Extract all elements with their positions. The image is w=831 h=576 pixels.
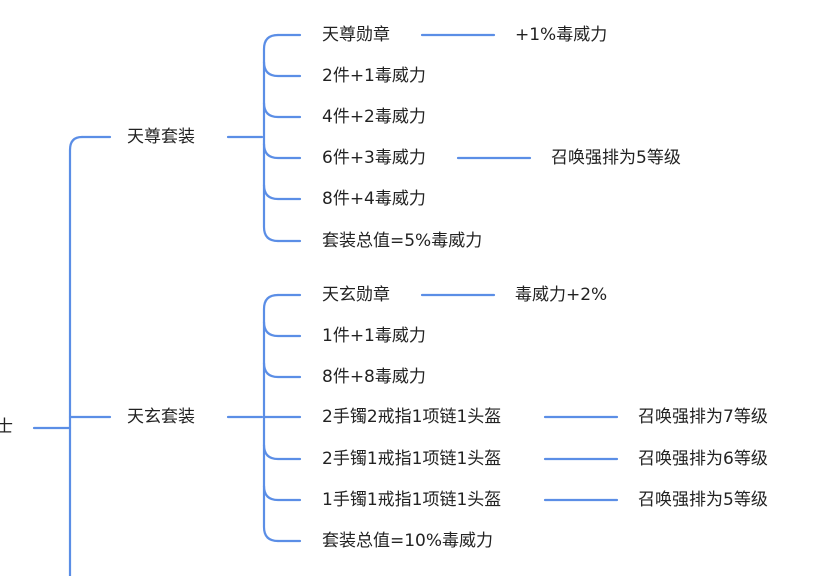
leaf-node: 天尊勋章 (322, 25, 390, 45)
detail-node: 召唤强排为6等级 (638, 449, 768, 469)
branch-2-tick-3 (262, 361, 302, 379)
leaf-node: 2手镯1戒指1项链1头盔 (322, 449, 502, 469)
branch-1-trunk (262, 33, 280, 243)
root-trunk (68, 135, 84, 576)
branch-1-tick-3 (262, 101, 302, 119)
leaf-node: 8件+8毒威力 (322, 367, 426, 387)
leaf-node: 6件+3毒威力 (322, 148, 426, 168)
branch-2-tick-5 (262, 443, 302, 461)
leaf-node: 天玄勋章 (322, 285, 390, 305)
detail-node: 召唤强排为5等级 (551, 148, 681, 168)
branch-node-tianxuan: 天玄套装 (127, 407, 195, 427)
leaf-node: 4件+2毒威力 (322, 107, 426, 127)
leaf-node: 2件+1毒威力 (322, 66, 426, 86)
branch-1-tick-2 (262, 60, 302, 78)
leaf-node: 套装总值=5%毒威力 (322, 231, 483, 251)
detail-node: 毒威力+2% (515, 285, 608, 305)
leaf-node: 套装总值=10%毒威力 (322, 531, 494, 551)
leaf-node: 1手镯1戒指1项链1头盔 (322, 490, 502, 510)
detail-node: 召唤强排为7等级 (638, 407, 768, 427)
branch-node-tianzun: 天尊套装 (127, 127, 195, 147)
branch-2-tick-2 (262, 320, 302, 338)
branch-1-tick-4 (262, 142, 302, 160)
leaf-node: 1件+1毒威力 (322, 326, 426, 346)
branch-2-tick-6 (262, 484, 302, 502)
detail-node: +1%毒威力 (515, 25, 608, 45)
branch-1-tick-5 (262, 183, 302, 201)
leaf-node: 8件+4毒威力 (322, 189, 426, 209)
detail-node: 召唤强排为5等级 (638, 490, 768, 510)
root-node: 士 (0, 417, 13, 437)
leaf-node: 2手镯2戒指1项链1头盔 (322, 407, 502, 427)
